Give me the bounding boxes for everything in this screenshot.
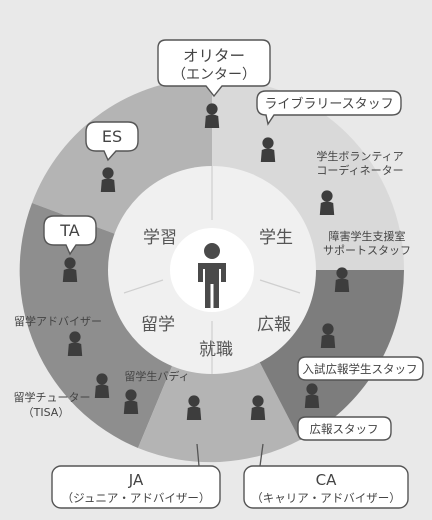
label-tutor-line2: （TISA） xyxy=(23,406,70,419)
label-disability-line2: サポートスタッフ xyxy=(323,244,411,257)
callout-es xyxy=(85,121,139,162)
callouts xyxy=(43,39,424,509)
label-abroad-advisor: 留学アドバイザー xyxy=(14,314,102,328)
figure-ja-left xyxy=(186,395,202,420)
figure-es xyxy=(100,167,116,192)
callout-ca xyxy=(243,465,409,509)
figure-disability-support xyxy=(334,267,350,292)
label-tutor-line1: 留学チューター xyxy=(14,390,91,404)
section-label-pr: 広報 xyxy=(257,315,291,335)
inner-divider-left xyxy=(123,279,164,294)
section-label-student: 学生 xyxy=(259,228,293,248)
label-ja-line2: （ジュニア・アドバイザー） xyxy=(62,491,211,505)
label-ta: TA xyxy=(59,221,80,240)
label-ca-line1: CA xyxy=(316,471,337,489)
section-label-study: 学習 xyxy=(143,228,177,248)
pointer-ca xyxy=(259,443,264,467)
callout-pr-staff xyxy=(297,416,392,441)
label-orientor-line1: オリター xyxy=(183,47,245,65)
figure-ca xyxy=(250,395,266,420)
label-pr-staff: 広報スタッフ xyxy=(310,422,379,436)
label-orientor-line2: （エンター） xyxy=(172,67,256,83)
callout-admission-staff xyxy=(297,356,424,381)
label-admission-staff: 入試広報学生スタッフ xyxy=(303,362,418,376)
section-label-study-abroad: 留学 xyxy=(141,315,175,335)
callout-orientor xyxy=(157,39,271,98)
inner-divider-right xyxy=(259,279,301,294)
figure-ta xyxy=(62,257,78,282)
figure-tutor xyxy=(94,373,110,398)
callout-library-staff xyxy=(256,90,402,126)
person-icon xyxy=(198,243,226,308)
callout-pointers xyxy=(196,443,264,467)
figure-pr-staff xyxy=(304,383,320,408)
figure-admission-staff xyxy=(320,323,336,348)
label-abroad-buddy: 留学生バディ xyxy=(124,369,189,383)
label-library-staff: ライブラリースタッフ xyxy=(264,96,393,112)
figure-abroad-advisor xyxy=(67,331,83,356)
figure-library-staff xyxy=(260,137,276,162)
figure-orientor xyxy=(204,103,220,128)
label-es: ES xyxy=(102,127,122,146)
figure-volunteer-coordinator xyxy=(319,190,335,215)
pointer-ja xyxy=(196,443,200,467)
label-ca-line2: （キャリア・アドバイザー） xyxy=(251,491,401,505)
label-disability-line1: 障害学生支援室 xyxy=(329,229,406,243)
label-volunteer-line2: コーディネーター xyxy=(316,163,403,177)
figure-abroad-buddy xyxy=(123,389,139,414)
callout-ja xyxy=(51,465,221,509)
section-label-employment: 就職 xyxy=(199,340,233,360)
label-ja-line1: JA xyxy=(128,471,144,489)
label-volunteer-line1: 学生ボランティア xyxy=(316,149,403,163)
callout-ta xyxy=(43,215,97,256)
